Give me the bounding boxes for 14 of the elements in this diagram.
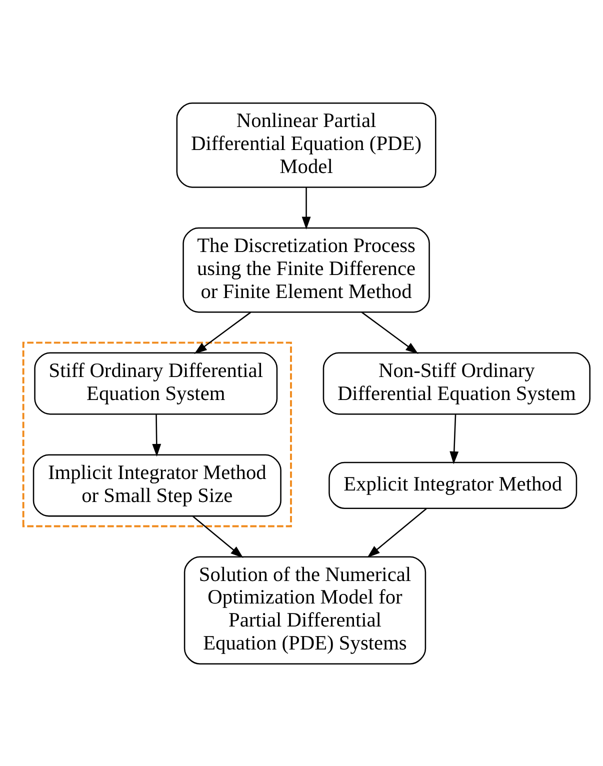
node-box: Nonlinear Partial Differential Equation (PDE) Model bbox=[176, 102, 436, 188]
arrow bbox=[152, 414, 162, 456]
node-box: Explicit Integrator Method bbox=[328, 461, 578, 509]
arrow bbox=[450, 414, 459, 464]
arrow bbox=[194, 311, 252, 354]
arrow bbox=[367, 508, 427, 558]
node-box: Non-Stiff Ordinary Differential Equation System bbox=[322, 352, 590, 414]
node-box: Implicit Integrator Method or Small Step Size bbox=[32, 454, 282, 516]
arrow bbox=[302, 187, 311, 230]
arrow bbox=[192, 515, 244, 558]
node-box: Solution of the Numerical Optimization Model for Partial Differential Equation (PDE) Systems bbox=[184, 556, 426, 664]
node-box: Stiff Ordinary Differential Equation System bbox=[34, 352, 278, 414]
node-box: The Discretization Process using the Finite Difference or Finite Element Method bbox=[182, 226, 430, 312]
arrow bbox=[361, 311, 418, 354]
